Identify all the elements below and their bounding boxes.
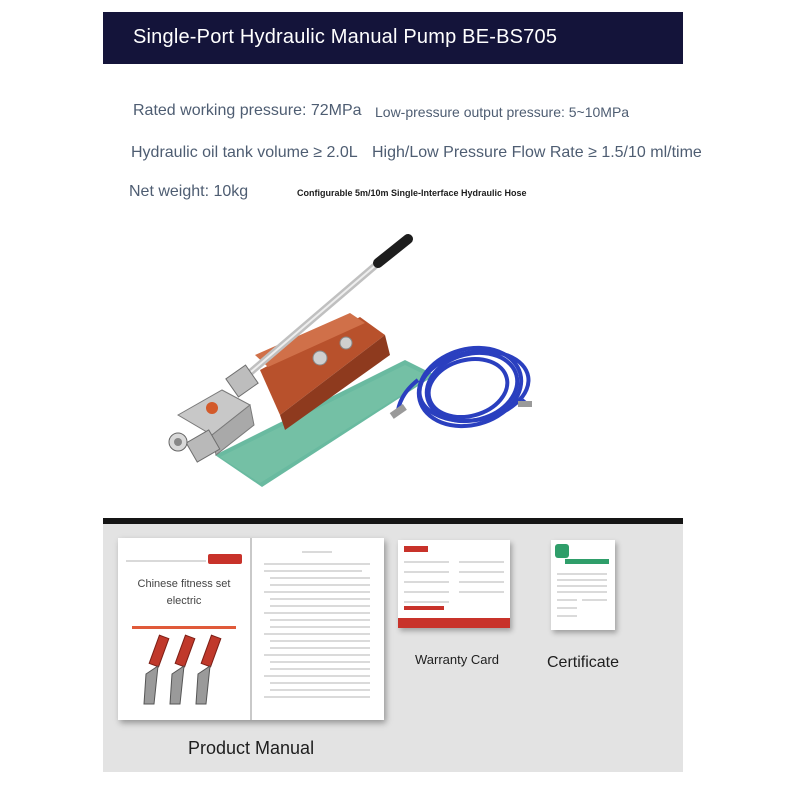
warranty-caption: Warranty Card [415,652,500,667]
certificate-header-bar [565,559,609,564]
tool-illustration [143,634,222,705]
product-manual: Chinese fitness set electric [118,538,384,720]
brand-logo [208,554,242,564]
spec-net-weight: Net weight: 10kg [129,183,249,200]
hose-fitting-right [518,401,532,407]
warranty-card [398,540,510,628]
certificate-logo [555,544,569,558]
panel-top-rule [103,518,683,524]
pump-product-image [168,234,532,487]
spec-hose: Configurable 5m/10m Single-Interface Hyd… [297,188,527,198]
manual-cover-title: Chinese fitness set [137,578,231,590]
warranty-card-stripe [398,618,510,628]
manual-spine [250,538,252,720]
title-banner: Single-Port Hydraulic Manual Pump BE-BS7… [103,12,683,64]
spec-tank-volume: Hydraulic oil tank volume ≥ 2.0L [131,144,358,161]
certificate [551,540,615,630]
contents-lines [264,551,370,698]
pump-body-side [260,317,385,415]
manual-caption: Product Manual [188,738,315,758]
handle-grip [373,234,413,268]
spec-flow-rate: High/Low Pressure Flow Rate ≥ 1.5/10 ml/… [372,144,702,161]
certificate-caption: Certificate [547,654,620,671]
hose-fitting-left [389,403,407,419]
cover-accent-line [132,626,236,629]
warranty-form-lines [404,561,504,610]
warranty-logo [404,546,428,552]
pump-body-top [255,313,365,367]
page-title: Single-Port Hydraulic Manual Pump BE-BS7… [133,26,558,48]
accessories-panel: Chinese fitness set electric [103,518,683,772]
hydraulic-hose [396,345,531,429]
certificate-text-lines [557,573,607,617]
manual-contents-page [252,538,384,720]
manual-cover-page: Chinese fitness set electric [118,538,250,720]
cover-rule [126,560,206,562]
spec-low-pressure: Low-pressure output pressure: 5~10MPa [375,104,630,120]
spec-rated-pressure: Rated working pressure: 72MPa [133,102,362,119]
manual-cover-subtitle: electric [166,595,202,607]
